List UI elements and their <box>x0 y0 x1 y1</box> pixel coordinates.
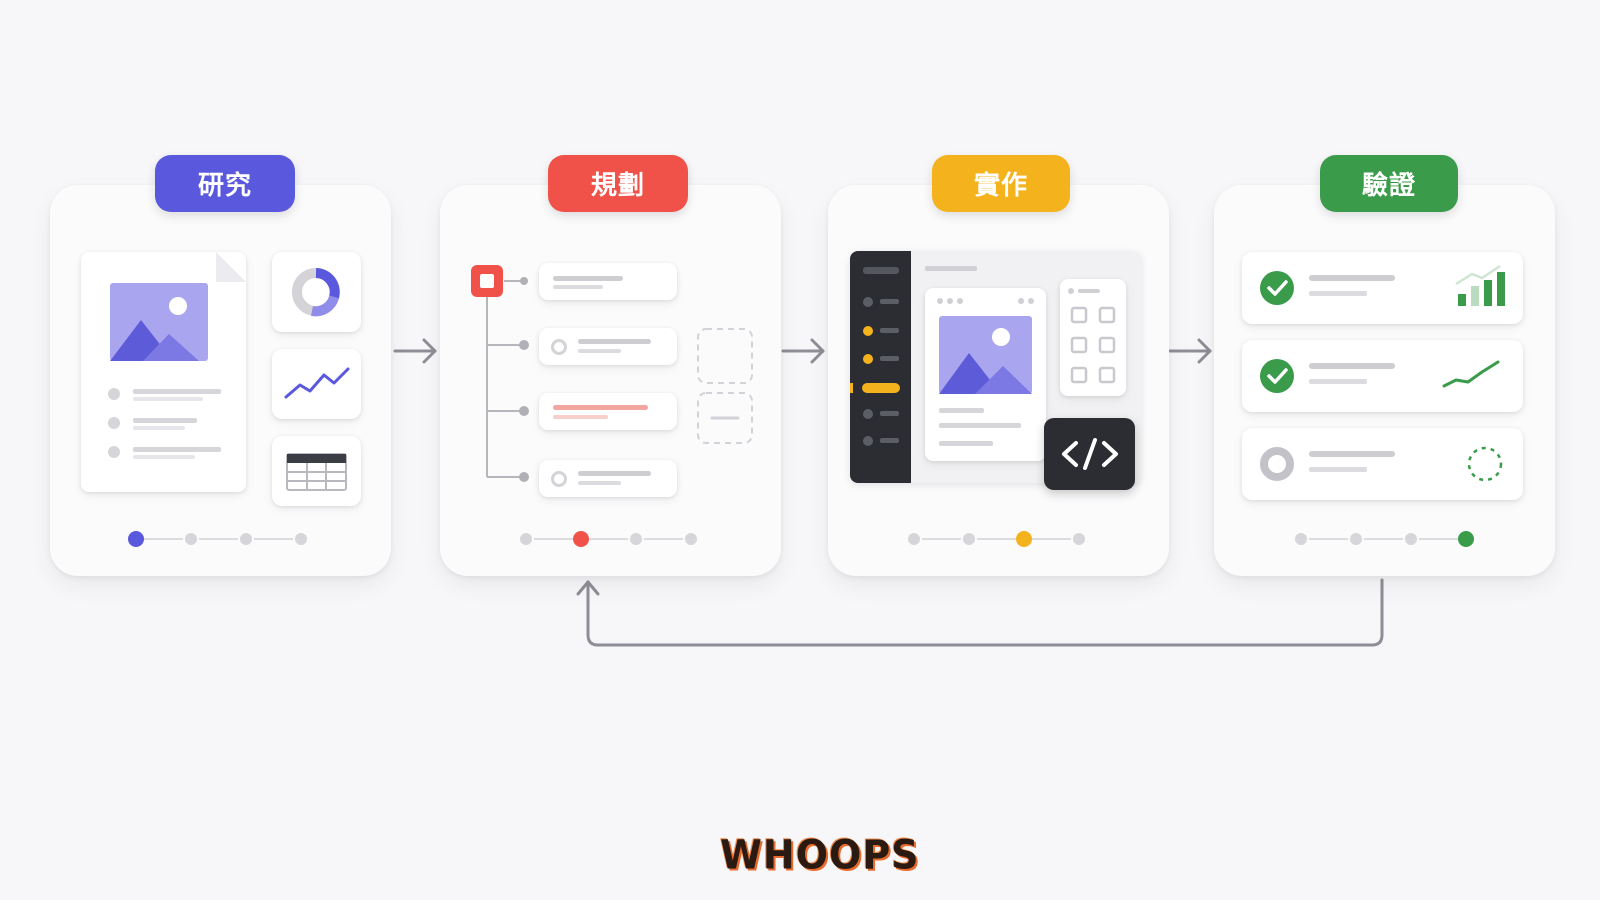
stepper-dot-active <box>1458 531 1474 547</box>
grid-icon <box>1060 279 1126 396</box>
tree-root-icon <box>471 265 503 297</box>
bar-chart-icon <box>1455 264 1505 306</box>
stepper-connector <box>977 538 1016 540</box>
document-image-icon <box>81 252 246 492</box>
feedback-loop-arrow <box>576 578 1384 647</box>
trend-line-icon <box>1442 360 1500 388</box>
progress-stepper <box>518 531 699 547</box>
stepper-dot <box>240 533 252 545</box>
verification-item-done <box>1242 340 1523 412</box>
arrow-right-icon <box>393 338 437 364</box>
stepper-connector <box>144 538 183 540</box>
donut-chart-icon <box>272 252 361 332</box>
arrow-right-icon <box>1168 338 1212 364</box>
stepper-connector <box>644 538 683 540</box>
verification-item-done <box>1242 252 1523 324</box>
check-circle-icon <box>1260 271 1294 305</box>
image-placeholder-icon <box>925 288 1046 461</box>
stepper-dot <box>963 533 975 545</box>
stepper-connector <box>199 538 238 540</box>
task-item-highlighted <box>539 393 677 430</box>
stepper-connector <box>1364 538 1403 540</box>
stepper-connector <box>589 538 628 540</box>
stepper-dot-active <box>573 531 589 547</box>
arrow-right-icon <box>781 338 825 364</box>
stepper-dot <box>1350 533 1362 545</box>
stepper-dot <box>630 533 642 545</box>
progress-stepper <box>1293 531 1474 547</box>
stepper-connector <box>1419 538 1458 540</box>
stepper-connector <box>534 538 573 540</box>
task-item <box>539 460 677 497</box>
stage-label-verification: 驗證 <box>1320 155 1458 212</box>
stepper-connector <box>254 538 293 540</box>
stepper-dot-active <box>1016 531 1032 547</box>
task-item <box>539 263 677 300</box>
stage-label-implementation: 實作 <box>932 155 1070 212</box>
stage-card-planning <box>440 185 781 576</box>
table-icon <box>272 436 361 506</box>
stepper-dot <box>1073 533 1085 545</box>
stepper-dot <box>185 533 197 545</box>
stepper-connector <box>922 538 961 540</box>
stepper-dot <box>1295 533 1307 545</box>
stepper-dot <box>520 533 532 545</box>
pending-circle-icon <box>1467 446 1503 482</box>
stepper-dot <box>685 533 697 545</box>
stage-label-planning: 規劃 <box>548 155 688 212</box>
check-circle-icon <box>1260 359 1294 393</box>
stepper-dot <box>1405 533 1417 545</box>
stepper-dot-active <box>128 531 144 547</box>
stage-label-research: 研究 <box>155 155 295 212</box>
progress-stepper <box>906 531 1087 547</box>
code-icon <box>1044 418 1135 490</box>
stepper-connector <box>1032 538 1071 540</box>
verification-item-pending <box>1242 428 1523 500</box>
stepper-dot <box>295 533 307 545</box>
task-tree <box>471 265 753 482</box>
task-item <box>539 328 677 365</box>
stepper-dot <box>908 533 920 545</box>
line-chart-icon <box>272 349 361 419</box>
whoops-logo: WHOOPS <box>720 831 920 879</box>
progress-stepper <box>128 531 309 547</box>
stepper-connector <box>1309 538 1348 540</box>
